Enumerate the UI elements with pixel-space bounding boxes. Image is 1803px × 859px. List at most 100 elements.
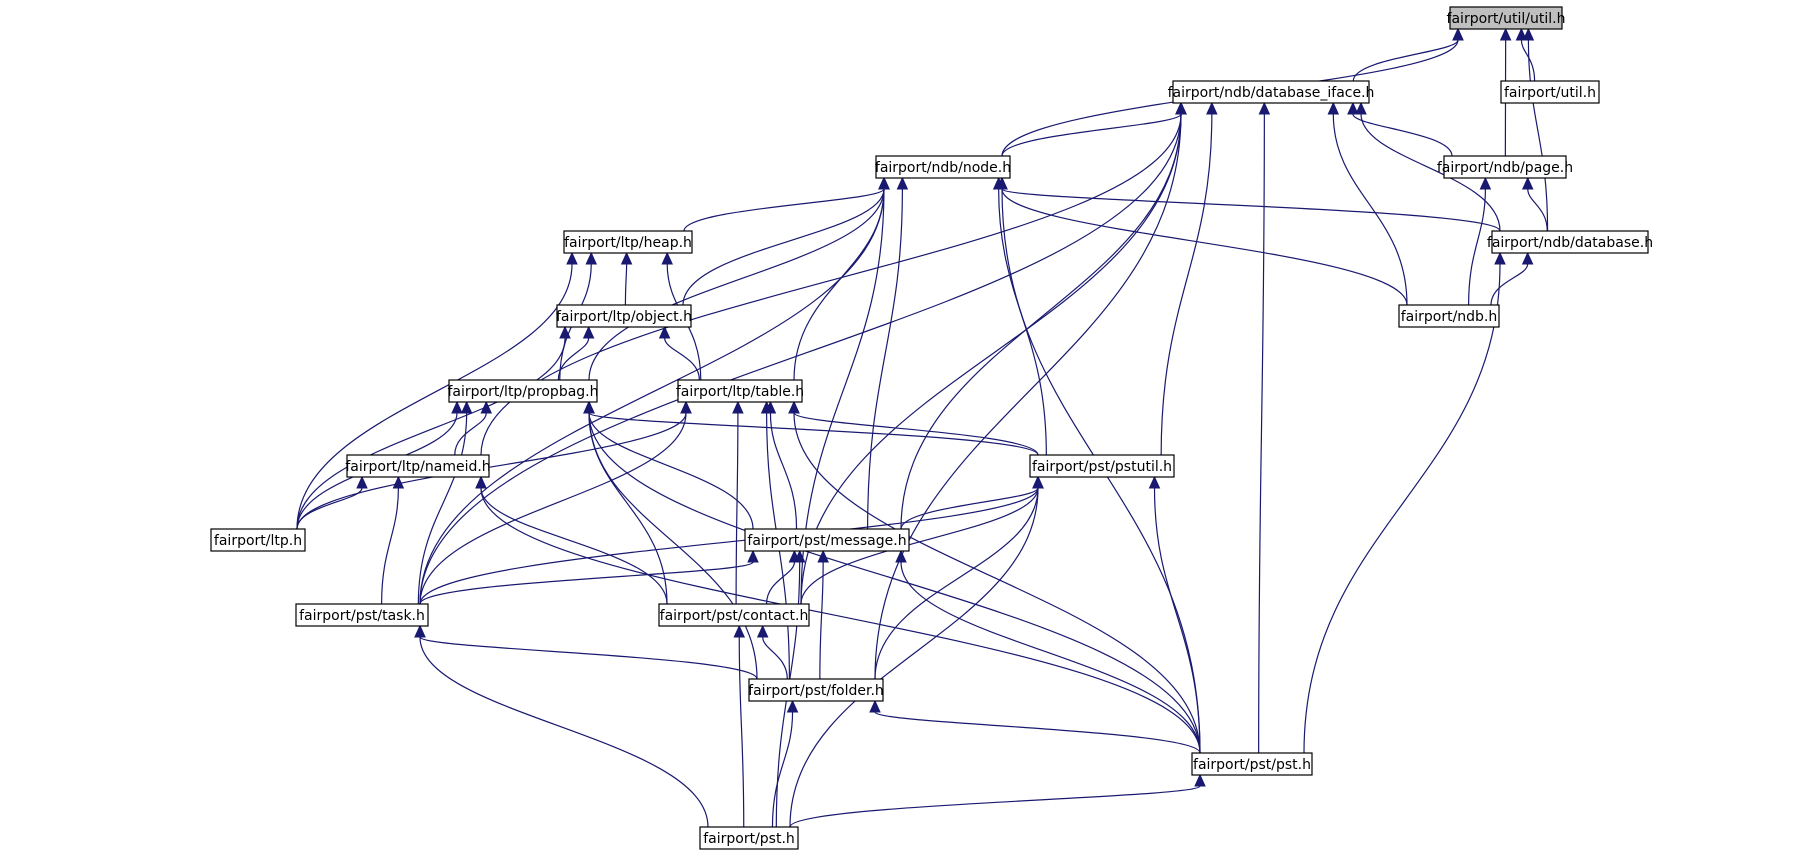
arrowhead-pst-to-message <box>793 549 806 563</box>
node-box <box>1398 304 1500 328</box>
node-database[interactable]: fairport/ndb/database.h <box>1487 230 1653 254</box>
edge-task-to-node <box>419 188 885 605</box>
node-folder[interactable]: fairport/pst/folder.h <box>748 678 884 702</box>
node-box <box>748 678 884 702</box>
arrowhead-ndb-to-page <box>1479 176 1492 190</box>
edge-task-to-propbag <box>417 412 468 605</box>
node-label: fairport/pst/contact.h <box>660 608 809 624</box>
node-util-util[interactable]: fairport/util/util.h <box>1447 6 1566 30</box>
arrowhead-object-to-heap <box>620 251 633 265</box>
node-box <box>295 603 429 627</box>
arrowhead-task-to-propbag <box>460 400 473 414</box>
edge-object-to-heap <box>624 263 628 306</box>
arrowhead-pst_pst-to-folder <box>869 699 881 713</box>
node-box <box>1172 80 1370 104</box>
node-object[interactable]: fairport/ltp/object.h <box>556 304 692 328</box>
edge-contact-to-nameid <box>480 487 668 605</box>
edge-pst-to-pst_pst <box>789 785 1201 828</box>
arrowhead-contact-to-table <box>732 400 744 414</box>
node-pst[interactable]: fairport/pst.h <box>699 826 799 850</box>
node-box <box>1449 6 1563 30</box>
arrowhead-task-to-message <box>747 549 759 563</box>
edge-nameid-to-database_iface <box>480 113 1182 456</box>
edge-pst_pst-to-propbag <box>588 412 1201 754</box>
edge-pst-to-contact <box>738 636 745 828</box>
node-node[interactable]: fairport/ndb/node.h <box>875 155 1011 179</box>
arrowhead-pst-to-contact <box>733 624 746 638</box>
node-pst-pst[interactable]: fairport/pst/pst.h <box>1191 752 1313 776</box>
arrowhead-folder-to-contact <box>756 624 769 638</box>
node-label: fairport/pst/folder.h <box>748 683 884 699</box>
graph-nodes: fairport/util/util.h fairport/util.h fairp… <box>210 6 1653 850</box>
node-table[interactable]: fairport/ltp/table.h <box>676 379 804 403</box>
edge-folder-to-database_iface <box>874 113 1182 680</box>
node-label: fairport/ltp.h <box>214 533 302 549</box>
node-nameid[interactable]: fairport/ltp/nameid.h <box>345 454 491 478</box>
arrowhead-task-to-nameid <box>392 475 405 489</box>
edge-folder-to-task <box>419 636 758 680</box>
edge-pstutil-to-database_iface <box>1160 113 1213 456</box>
edge-contact-to-database_iface <box>800 113 1182 605</box>
node-label: fairport/ndb.h <box>1401 309 1498 325</box>
edge-ndb-to-node <box>1001 188 1408 306</box>
edge-pst_pst-to-message <box>900 561 1201 754</box>
node-label: fairport/ltp/nameid.h <box>345 459 490 475</box>
edge-page-to-database_iface <box>1352 113 1453 157</box>
edge-task-to-message <box>419 561 754 605</box>
edge-ltp-to-table <box>296 412 687 530</box>
node-pstutil[interactable]: fairport/pst/pstutil.h <box>1029 454 1175 478</box>
node-message[interactable]: fairport/pst/message.h <box>744 528 910 552</box>
node-util[interactable]: fairport/util.h <box>1500 80 1600 104</box>
edge-pst-to-task <box>419 636 709 828</box>
edge-pstutil-to-table <box>793 412 1039 456</box>
edge-object-to-node <box>682 188 885 306</box>
node-box <box>563 230 693 254</box>
node-task[interactable]: fairport/pst/task.h <box>295 603 429 627</box>
node-box <box>875 155 1011 179</box>
edge-pst_pst-to-database_iface <box>1258 113 1265 754</box>
edge-task-to-pstutil <box>419 487 1039 605</box>
arrowhead-page-to-util_util <box>1499 27 1512 41</box>
edge-pst_pst-to-database <box>1303 263 1501 754</box>
node-label: fairport/pst/pst.h <box>1193 757 1311 773</box>
arrowhead-node-to-util_util <box>1452 27 1464 41</box>
edge-contact-to-table <box>735 412 739 605</box>
node-ltp[interactable]: fairport/ltp.h <box>210 528 306 552</box>
edge-folder-to-propbag <box>588 412 758 680</box>
node-page[interactable]: fairport/ndb/page.h <box>1437 155 1573 179</box>
edge-ndb-to-page <box>1468 188 1486 306</box>
node-label: fairport/ndb/page.h <box>1437 160 1573 176</box>
edge-message-to-table <box>769 412 798 530</box>
arrowhead-table-to-object <box>658 325 671 339</box>
edge-folder-to-contact <box>762 636 788 680</box>
edge-propbag-to-object <box>557 337 590 381</box>
graph-edges <box>296 27 1549 828</box>
node-propbag[interactable]: fairport/ltp/propbag.h <box>447 379 599 403</box>
arrowhead-ltp-to-propbag <box>451 400 463 414</box>
node-box <box>556 304 692 328</box>
arrowhead-pst_pst-to-table <box>788 400 800 414</box>
node-box <box>1191 752 1313 776</box>
edge-message-to-node <box>867 188 903 530</box>
arrowhead-pst-to-pst_pst <box>1194 773 1206 787</box>
node-heap[interactable]: fairport/ltp/heap.h <box>563 230 693 254</box>
node-box <box>677 379 803 403</box>
node-contact[interactable]: fairport/pst/contact.h <box>658 603 810 627</box>
edge-message-to-pstutil <box>900 487 1039 530</box>
edge-ndb-to-database <box>1490 263 1529 306</box>
edge-pst-to-pstutil <box>789 487 1039 828</box>
arrowhead-pst-to-task <box>414 624 426 638</box>
edge-pst_pst-to-table <box>793 412 1201 754</box>
node-database-iface[interactable]: fairport/ndb/database_iface.h <box>1168 80 1375 104</box>
arrowhead-folder-to-message <box>817 549 829 563</box>
edge-heap-to-node <box>683 188 885 232</box>
arrowhead-database-to-page <box>1521 176 1534 190</box>
arrowhead-ltp-to-heap <box>566 251 578 265</box>
edge-ndb-to-database_iface <box>1332 113 1408 306</box>
edge-database-to-util_util <box>1527 39 1549 232</box>
node-label: fairport/ltp/object.h <box>556 309 692 325</box>
node-box <box>448 379 598 403</box>
node-ndb[interactable]: fairport/ndb.h <box>1398 304 1500 328</box>
arrowhead-pst_pst-to-message <box>895 549 907 563</box>
